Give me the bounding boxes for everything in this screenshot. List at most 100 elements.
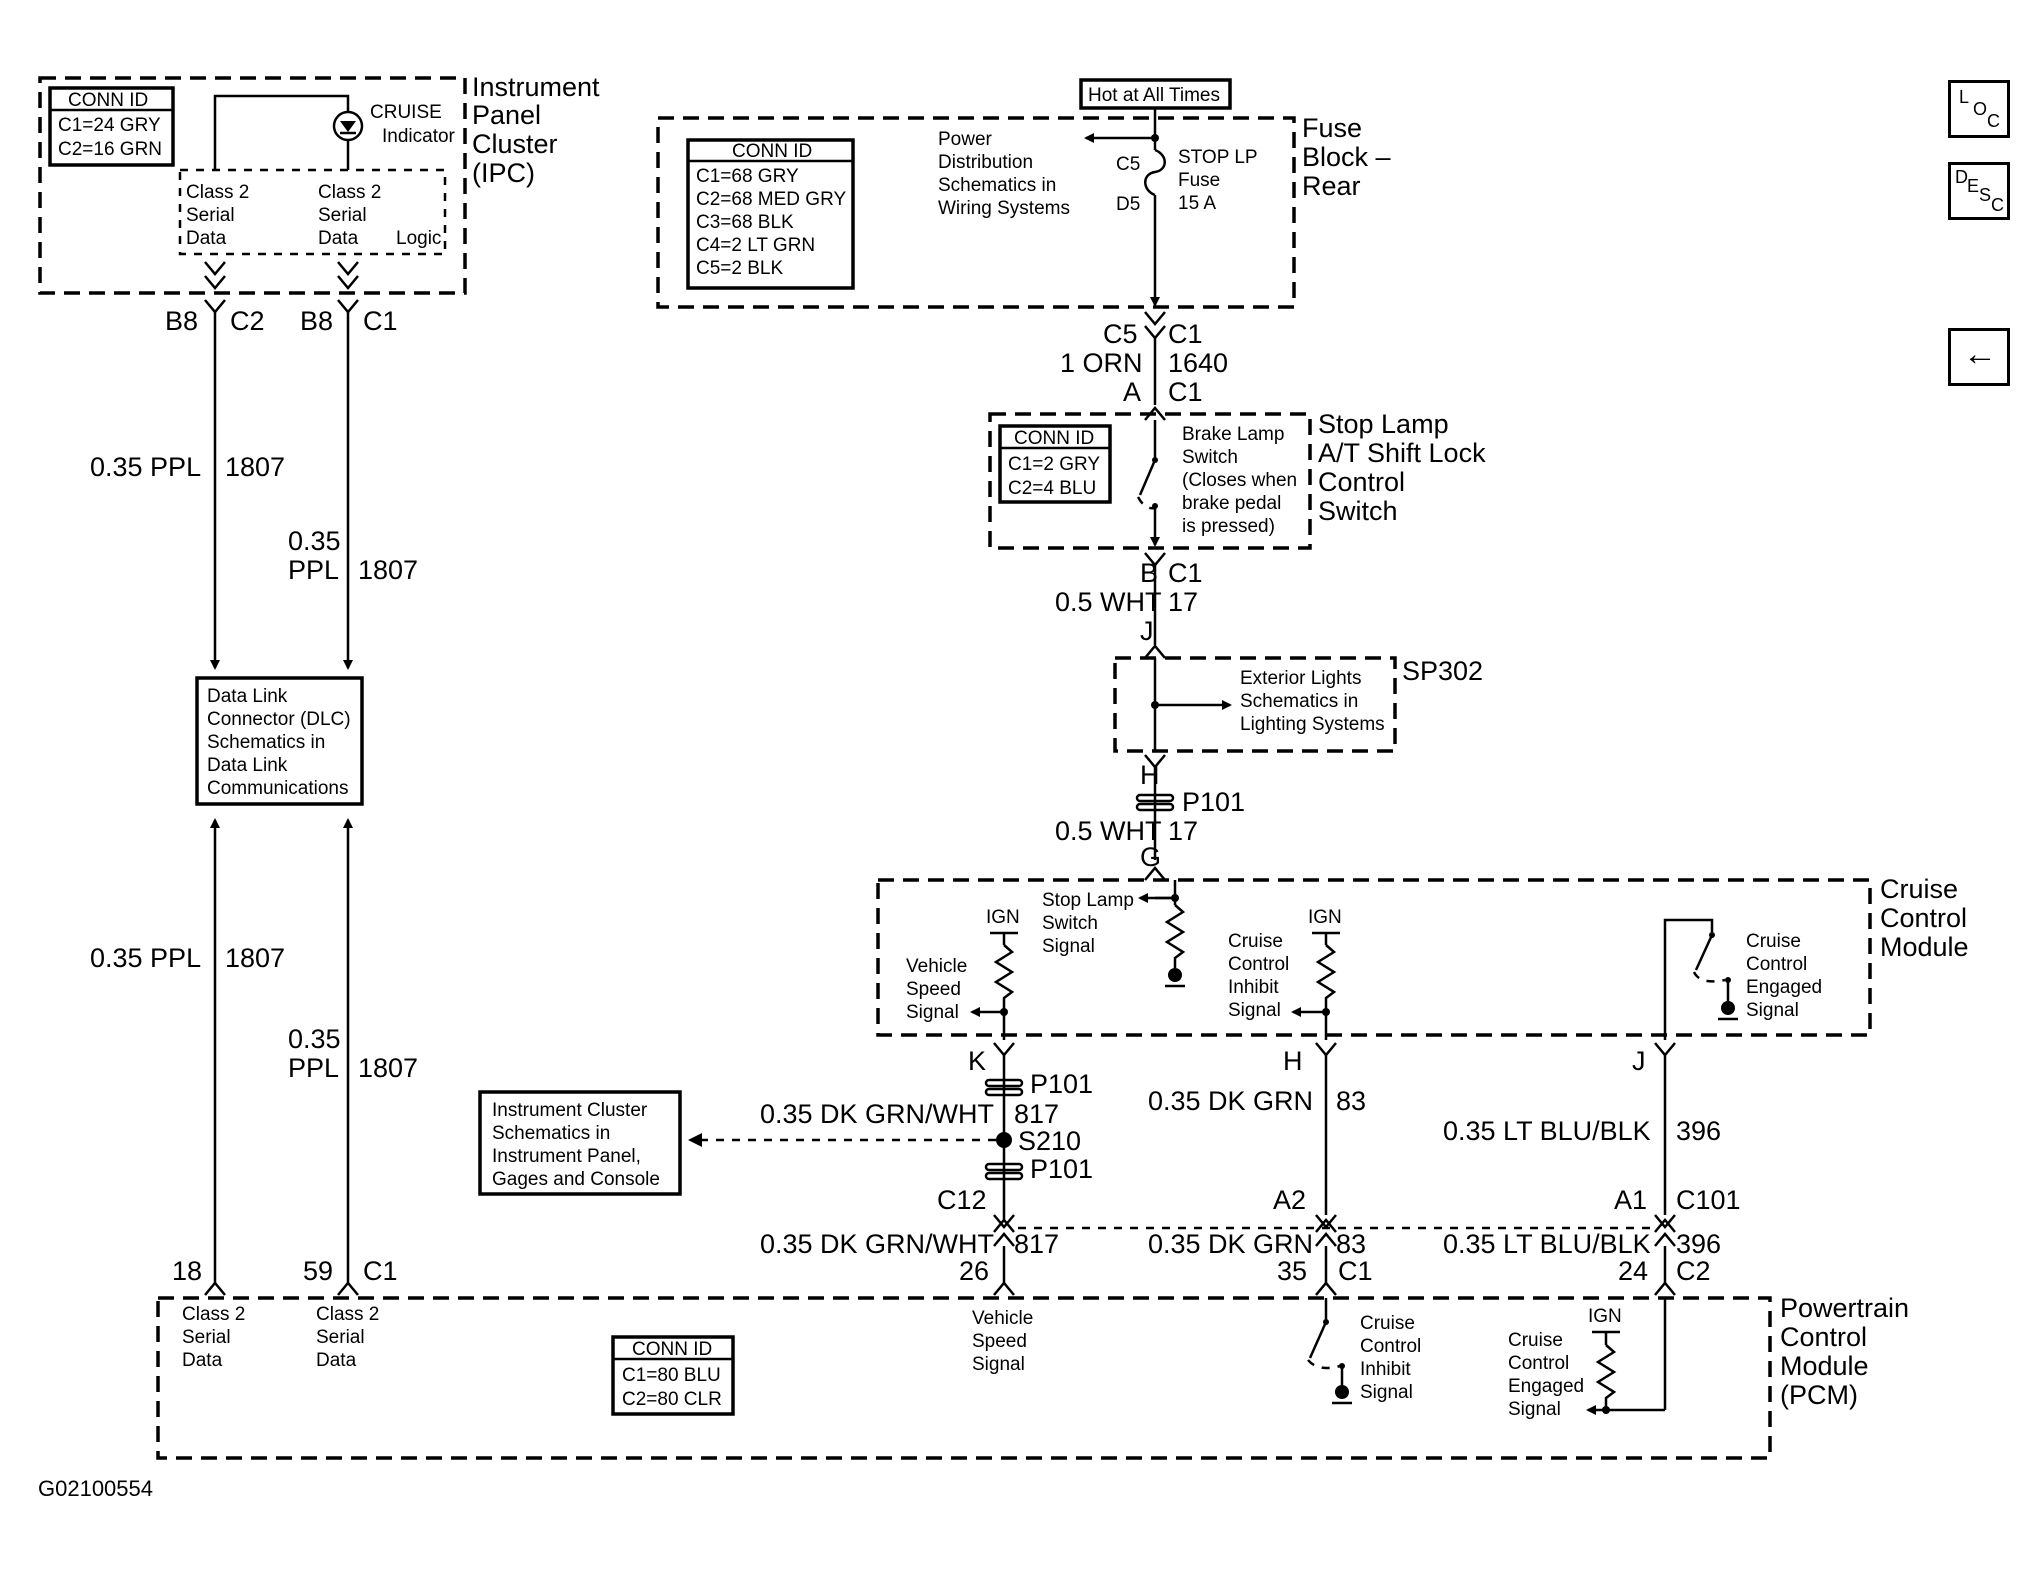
c101-pin-a2: A2 [1273, 1185, 1306, 1215]
ipc-title-4: (IPC) [472, 158, 535, 188]
wire-17-size-b: 0.5 WHT [1055, 816, 1162, 846]
wire-396-num-a: 396 [1676, 1116, 1721, 1146]
pcm-engaged-pullup-resistor-icon [1595, 1344, 1617, 1410]
pcm-title-4: (PCM) [1780, 1380, 1858, 1410]
stoplamp-desc-4: brake pedal [1182, 493, 1281, 514]
pcm-pin-35: 35 [1277, 1256, 1307, 1286]
sp302-pin-j: J [1140, 616, 1154, 646]
wire-83-num-a: 83 [1336, 1086, 1366, 1116]
ipc-title-2: Panel [472, 100, 541, 130]
ic-ref-box[interactable] [478, 1090, 682, 1196]
fuse-conn-id-header: CONN ID [732, 141, 812, 162]
wire-817-num-b: 817 [1014, 1229, 1059, 1259]
stoplamp-desc-3: (Closes when [1182, 470, 1297, 491]
pcm-pin-c1-b: C1 [1338, 1256, 1373, 1286]
p101-label-c: P101 [1030, 1154, 1093, 1184]
fuse-out-pin-c5: C5 [1103, 319, 1138, 349]
ccm-stoplamp-signal-2: Switch [1042, 913, 1098, 934]
ccm-engaged-1: Cruise [1746, 931, 1801, 952]
ic-ref-2: Schematics in [492, 1123, 610, 1144]
pcm-class2-b-2: Serial [316, 1327, 365, 1348]
ccm-vss-1: Vehicle [906, 956, 967, 977]
cruise-indicator-label-1: CRUISE [370, 102, 442, 123]
power-dist-line-3: Schematics in [938, 175, 1056, 196]
ipc-class2-a-1: Class 2 [186, 182, 249, 203]
stoplamp-desc-2: Switch [1182, 447, 1238, 468]
p101-label-a: P101 [1182, 787, 1245, 817]
loc-letter-l: L [1959, 87, 1970, 107]
wire-396-size-a: 0.35 LT BLU/BLK [1443, 1116, 1651, 1146]
ipc-conn-c2: C2=16 GRN [58, 139, 162, 160]
ipc-title-3: Cluster [472, 129, 558, 159]
fuse-block-boundary [656, 116, 1296, 309]
wire-1807-b-top-num: 1807 [358, 555, 418, 585]
pcm-engaged-4: Signal [1508, 1399, 1561, 1420]
stop-lamp-switch: Stop Lamp A/T Shift Lock Control Switch … [988, 409, 1486, 550]
splice-s210-label: S210 [1018, 1126, 1081, 1156]
fuse-conn-c5: C5=2 BLK [696, 258, 783, 279]
ccm-inhibit-3: Inhibit [1228, 977, 1279, 998]
inhibit-pullup-resistor-icon [1315, 944, 1337, 1040]
back-button[interactable]: ← [1948, 328, 2010, 386]
ccm-pin-g: G [1140, 842, 1161, 872]
pcm-conn-id-header: CONN ID [632, 1339, 712, 1360]
dlc-box[interactable] [195, 676, 364, 806]
loc-letter-c: C [1987, 111, 2000, 131]
description-button[interactable]: D E S C [1948, 162, 2010, 220]
pcm-inhibit-1: Cruise [1360, 1313, 1415, 1334]
ipc-logic-box [178, 168, 447, 256]
stoplamp-in-pin-c1: C1 [1168, 377, 1203, 407]
fuse-pin-c5: C5 [1116, 154, 1140, 175]
pcm-class2-a-3: Data [182, 1350, 223, 1371]
wire-83-num-b: 83 [1336, 1229, 1366, 1259]
location-button[interactable]: L O C [1948, 80, 2010, 138]
pcm-vss-2: Speed [972, 1331, 1027, 1352]
exterior-lights-ref-3[interactable]: Lighting Systems [1240, 714, 1385, 735]
sp302-boundary [1113, 656, 1397, 753]
pcm-engaged-3: Engaged [1508, 1376, 1584, 1397]
ipc-class2-b-2: Serial [318, 205, 367, 226]
ccm-inhibit-1: Cruise [1228, 931, 1283, 952]
ipc-boundary [38, 76, 467, 295]
pcm-inhibit-switch-icon [1308, 1321, 1328, 1359]
desc-letter-c: C [1991, 195, 2004, 215]
instrument-cluster-reference[interactable]: Instrument Cluster Schematics in Instrum… [478, 1090, 682, 1196]
desc-letter-s: S [1979, 185, 1992, 205]
dlc-reference[interactable]: Data Link Connector (DLC) Schematics in … [195, 676, 364, 806]
pcm-conn-c1: C1=80 BLU [622, 1365, 721, 1386]
ccm-ign-1: IGN [986, 907, 1020, 928]
pcm-pin-26: 26 [959, 1256, 989, 1286]
stoplamp-title-1: Stop Lamp [1318, 409, 1449, 439]
wire-817-num-a: 817 [1014, 1099, 1059, 1129]
stop-lp-fuse-icon [1144, 148, 1166, 197]
pcm-title-1: Powertrain [1780, 1293, 1909, 1323]
ipc-class2-b-1: Class 2 [318, 182, 381, 203]
wire-17-num-a: 17 [1168, 587, 1198, 617]
fuse-block-rear: Hot at All Times Fuse Block – Rear CONN … [656, 78, 1391, 309]
exterior-lights-ref-1[interactable]: Exterior Lights [1240, 668, 1361, 689]
pcm-title-3: Module [1780, 1351, 1869, 1381]
ipc-pin-b8-a: B8 [165, 306, 198, 336]
figure-id: G02100554 [38, 1476, 153, 1501]
ccm-inhibit-2: Control [1228, 954, 1289, 975]
ccm-engaged-3: Engaged [1746, 977, 1822, 998]
pcm-inhibit-4: Signal [1360, 1382, 1413, 1403]
wire-1807-a-top-size: 0.35 PPL [90, 452, 201, 482]
exterior-lights-ref-2[interactable]: Schematics in [1240, 691, 1358, 712]
c101-pin-c12: C12 [937, 1185, 987, 1215]
pcm-vss-3: Signal [972, 1354, 1025, 1375]
stoplamp-out-pin-c1: C1 [1168, 558, 1203, 588]
fuse-conn-c3: C3=68 BLK [696, 212, 794, 233]
stoplamp-boundary [988, 412, 1312, 550]
pcm-class2-b-3: Data [316, 1350, 357, 1371]
sp302-label: SP302 [1402, 656, 1483, 686]
ipc-pin-c2: C2 [230, 306, 265, 336]
ipc-class2-a-3: Data [186, 228, 227, 249]
pcm-conn-id-box [611, 1335, 735, 1416]
pcm-ign: IGN [1588, 1306, 1622, 1327]
ipc-pin-c1: C1 [363, 306, 398, 336]
ic-ref-1: Instrument Cluster [492, 1100, 648, 1121]
ccm-stoplamp-signal-3: Signal [1042, 936, 1095, 957]
ipc-conn-id-box [48, 86, 175, 167]
wire-1807-a-bot-num: 1807 [225, 943, 285, 973]
